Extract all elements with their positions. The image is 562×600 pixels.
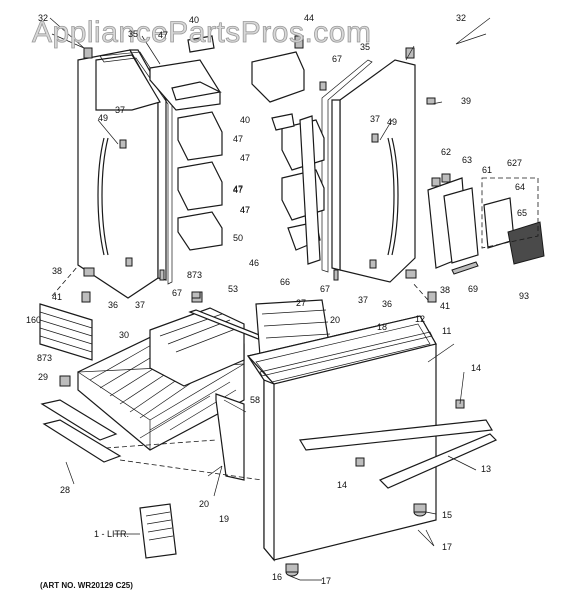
callout-label: 64: [515, 182, 525, 192]
callout-label: 38: [52, 266, 62, 276]
right-door-mullion: [299, 115, 321, 265]
callout-label: 47: [233, 134, 243, 144]
callout-label: 93: [519, 291, 529, 301]
freezer-handle: [299, 419, 498, 489]
basket-divider: [39, 303, 93, 361]
callout-label: 37: [115, 105, 125, 115]
art-number: (ART NO. WR20129 C25): [40, 581, 133, 590]
callout-label: 67: [320, 284, 330, 294]
dispenser-assembly: [427, 173, 545, 275]
callout-label: 47: [240, 205, 250, 215]
callout-label: 18: [377, 322, 387, 332]
callout-label: 17: [321, 576, 331, 586]
callout-label: 46: [249, 258, 259, 268]
callout-label: 27: [296, 298, 306, 308]
callout-label: 47: [158, 30, 168, 40]
freezer-door-gasket: [259, 331, 433, 377]
leader-lines: [51, 265, 429, 481]
callout-label: 17: [442, 542, 452, 552]
left-door-bins: [149, 35, 223, 251]
callout-label: 11: [442, 326, 451, 336]
callout-label: 39: [461, 96, 471, 106]
callout-label: 38: [440, 285, 450, 295]
callout-label: 14: [471, 363, 481, 373]
callout-label: 61: [482, 165, 492, 175]
callout-label: 65: [517, 208, 527, 218]
callout-label: 37: [135, 300, 145, 310]
callout-label: 41: [52, 292, 62, 302]
callout-label: 873: [187, 270, 202, 280]
callout-label: 15: [442, 510, 452, 520]
callout-label: 20: [199, 499, 209, 509]
callout-label: 36: [382, 299, 392, 309]
literature-booklet: [139, 503, 177, 559]
callout-label: 160: [26, 315, 41, 325]
callout-label: 63: [462, 155, 472, 165]
callout-label: 30: [119, 330, 129, 340]
callout-label: 20: [330, 315, 340, 325]
callout-label: 44: [304, 13, 314, 23]
callout-label: 66: [280, 277, 290, 287]
callout-label: 69: [468, 284, 478, 294]
callout-label: 14: [337, 480, 347, 490]
callout-label: 40: [189, 15, 199, 25]
callout-label: 58: [250, 395, 260, 405]
callout-label: 50: [233, 233, 243, 243]
left-fresh-food-door: [77, 49, 167, 299]
callout-label: 47: [240, 205, 250, 215]
watermark: AppliancePartsPros.com: [32, 16, 371, 49]
callout-label: 35: [360, 42, 370, 52]
callout-labels: 32 32 40 44 35 35 47 67 39 37 49 40 37 4…: [26, 13, 529, 586]
callout-label: 37: [358, 295, 368, 305]
callout-label: 32: [456, 13, 466, 23]
callout-label: 32: [38, 13, 48, 23]
callout-label: 49: [98, 113, 108, 123]
callout-label: 12: [415, 314, 425, 324]
callout-label: 13: [481, 464, 491, 474]
callout-label: 627: [507, 158, 522, 168]
callout-label: 16: [272, 572, 282, 582]
callout-label: 67: [172, 288, 182, 298]
callout-leaders: [49, 17, 491, 581]
callout-label: 19: [219, 514, 229, 524]
callout-label: 35: [128, 29, 138, 39]
callout-label: 53: [228, 284, 238, 294]
callout-label: 28: [60, 485, 70, 495]
callout-label: 47: [233, 184, 243, 194]
callout-label: 67: [332, 54, 342, 64]
callout-label: 47: [233, 185, 243, 195]
callout-label: 62: [441, 147, 451, 157]
callout-label: 873: [37, 353, 52, 363]
callout-label: 47: [240, 153, 250, 163]
right-door-gasket: [321, 59, 373, 273]
callout-label: 41: [440, 301, 450, 311]
callout-label: 49: [387, 117, 397, 127]
callout-label: 36: [108, 300, 118, 310]
callout-label: 37: [370, 114, 380, 124]
callout-label: 29: [38, 372, 48, 382]
callout-label: 1 - LITR.: [94, 529, 129, 539]
callout-label: 40: [240, 115, 250, 125]
right-fresh-food-door: [331, 59, 416, 283]
